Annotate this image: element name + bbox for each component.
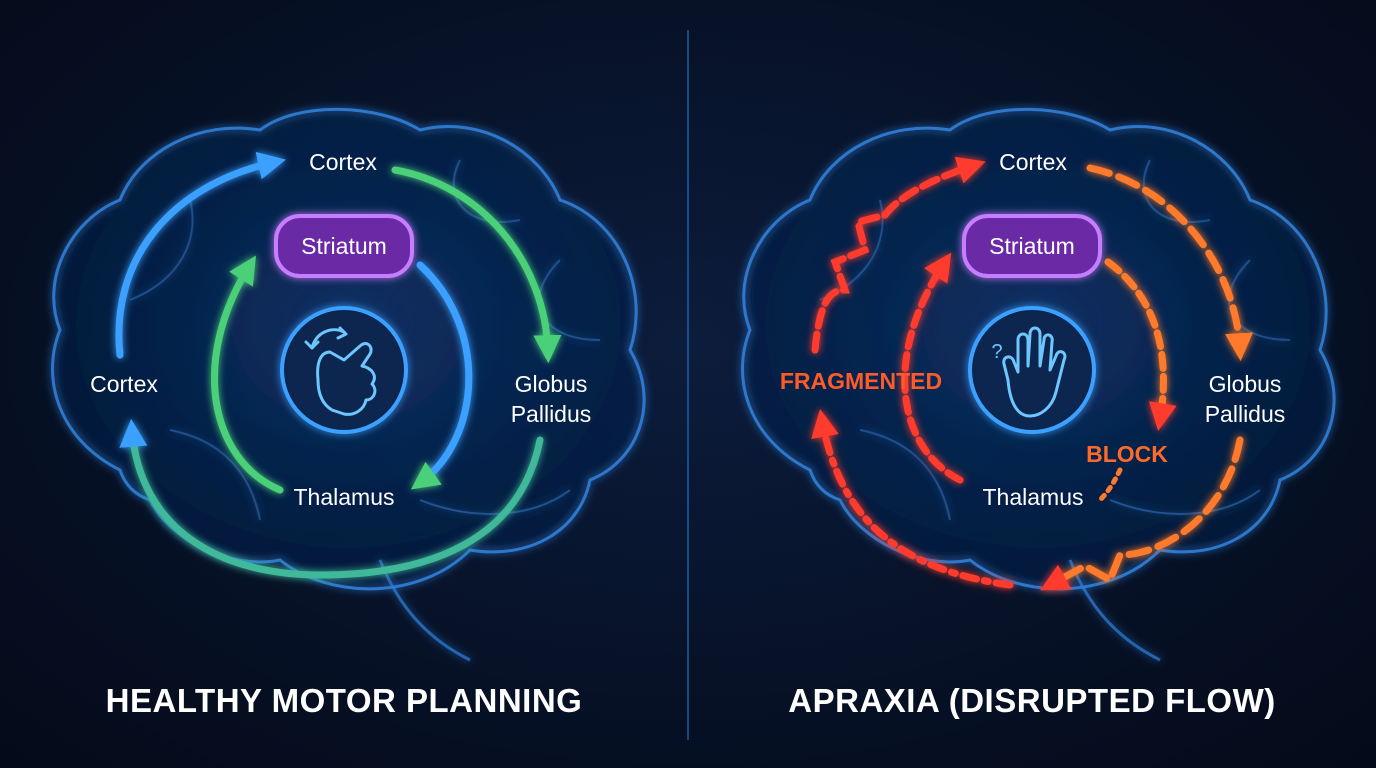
globus-label-line2-right: Pallidus [1205,401,1286,427]
thalamus-label-left: Thalamus [294,484,395,510]
question-mark-text: ? [991,341,1002,363]
right-panel-title: APRAXIA (DISRUPTED FLOW) [788,682,1276,719]
globus-label-line2-left: Pallidus [511,401,592,427]
cortex-left-label: Cortex [90,371,158,397]
block-label: BLOCK [1086,441,1168,467]
globus-label-line1-left: Globus [515,371,588,397]
arrow-striatum-to-block [1104,258,1177,432]
right-panel: Striatum ? Cortex Globus Pallidus Thalam… [741,107,1336,662]
arrow-cortex-top-to-globus [391,166,562,364]
arrow-thalamus-to-striatum [211,255,284,494]
fragmented-label: FRAGMENTED [780,368,942,394]
hand-pointing-icon [304,326,377,416]
center-icon-ring-right [968,306,1096,434]
cortex-top-label-right: Cortex [999,149,1067,175]
left-panel: Striatum Cortex Cortex Globus Pallidus T… [51,107,646,662]
left-panel-title: HEALTHY MOTOR PLANNING [105,682,583,719]
striatum-node-right [962,214,1102,278]
center-icon-ring-left [280,306,408,434]
arrow-globus-to-bottom-right [1040,436,1244,591]
block-dashes [1097,467,1123,503]
striatum-label-left: Striatum [301,233,387,259]
cortex-top-label-left: Cortex [309,149,377,175]
arrow-fragmented-to-cortex-top [811,156,986,354]
striatum-label-right: Striatum [989,233,1075,259]
thalamus-label-right: Thalamus [983,484,1084,510]
striatum-node-left [274,214,414,278]
arrow-cortex-top-to-globus-right [1086,164,1254,362]
globus-label-line1-right: Globus [1209,371,1282,397]
arrow-bottom-left-to-fragmented [811,408,1014,589]
open-hand-question-icon [1002,326,1067,418]
arrow-cortex-left-to-cortex-top [115,151,286,359]
arrow-thalamus-to-striatum-right [901,252,964,484]
arrow-striatum-to-thalamus [410,261,473,490]
arrow-globus-to-cortex-left [119,418,544,579]
